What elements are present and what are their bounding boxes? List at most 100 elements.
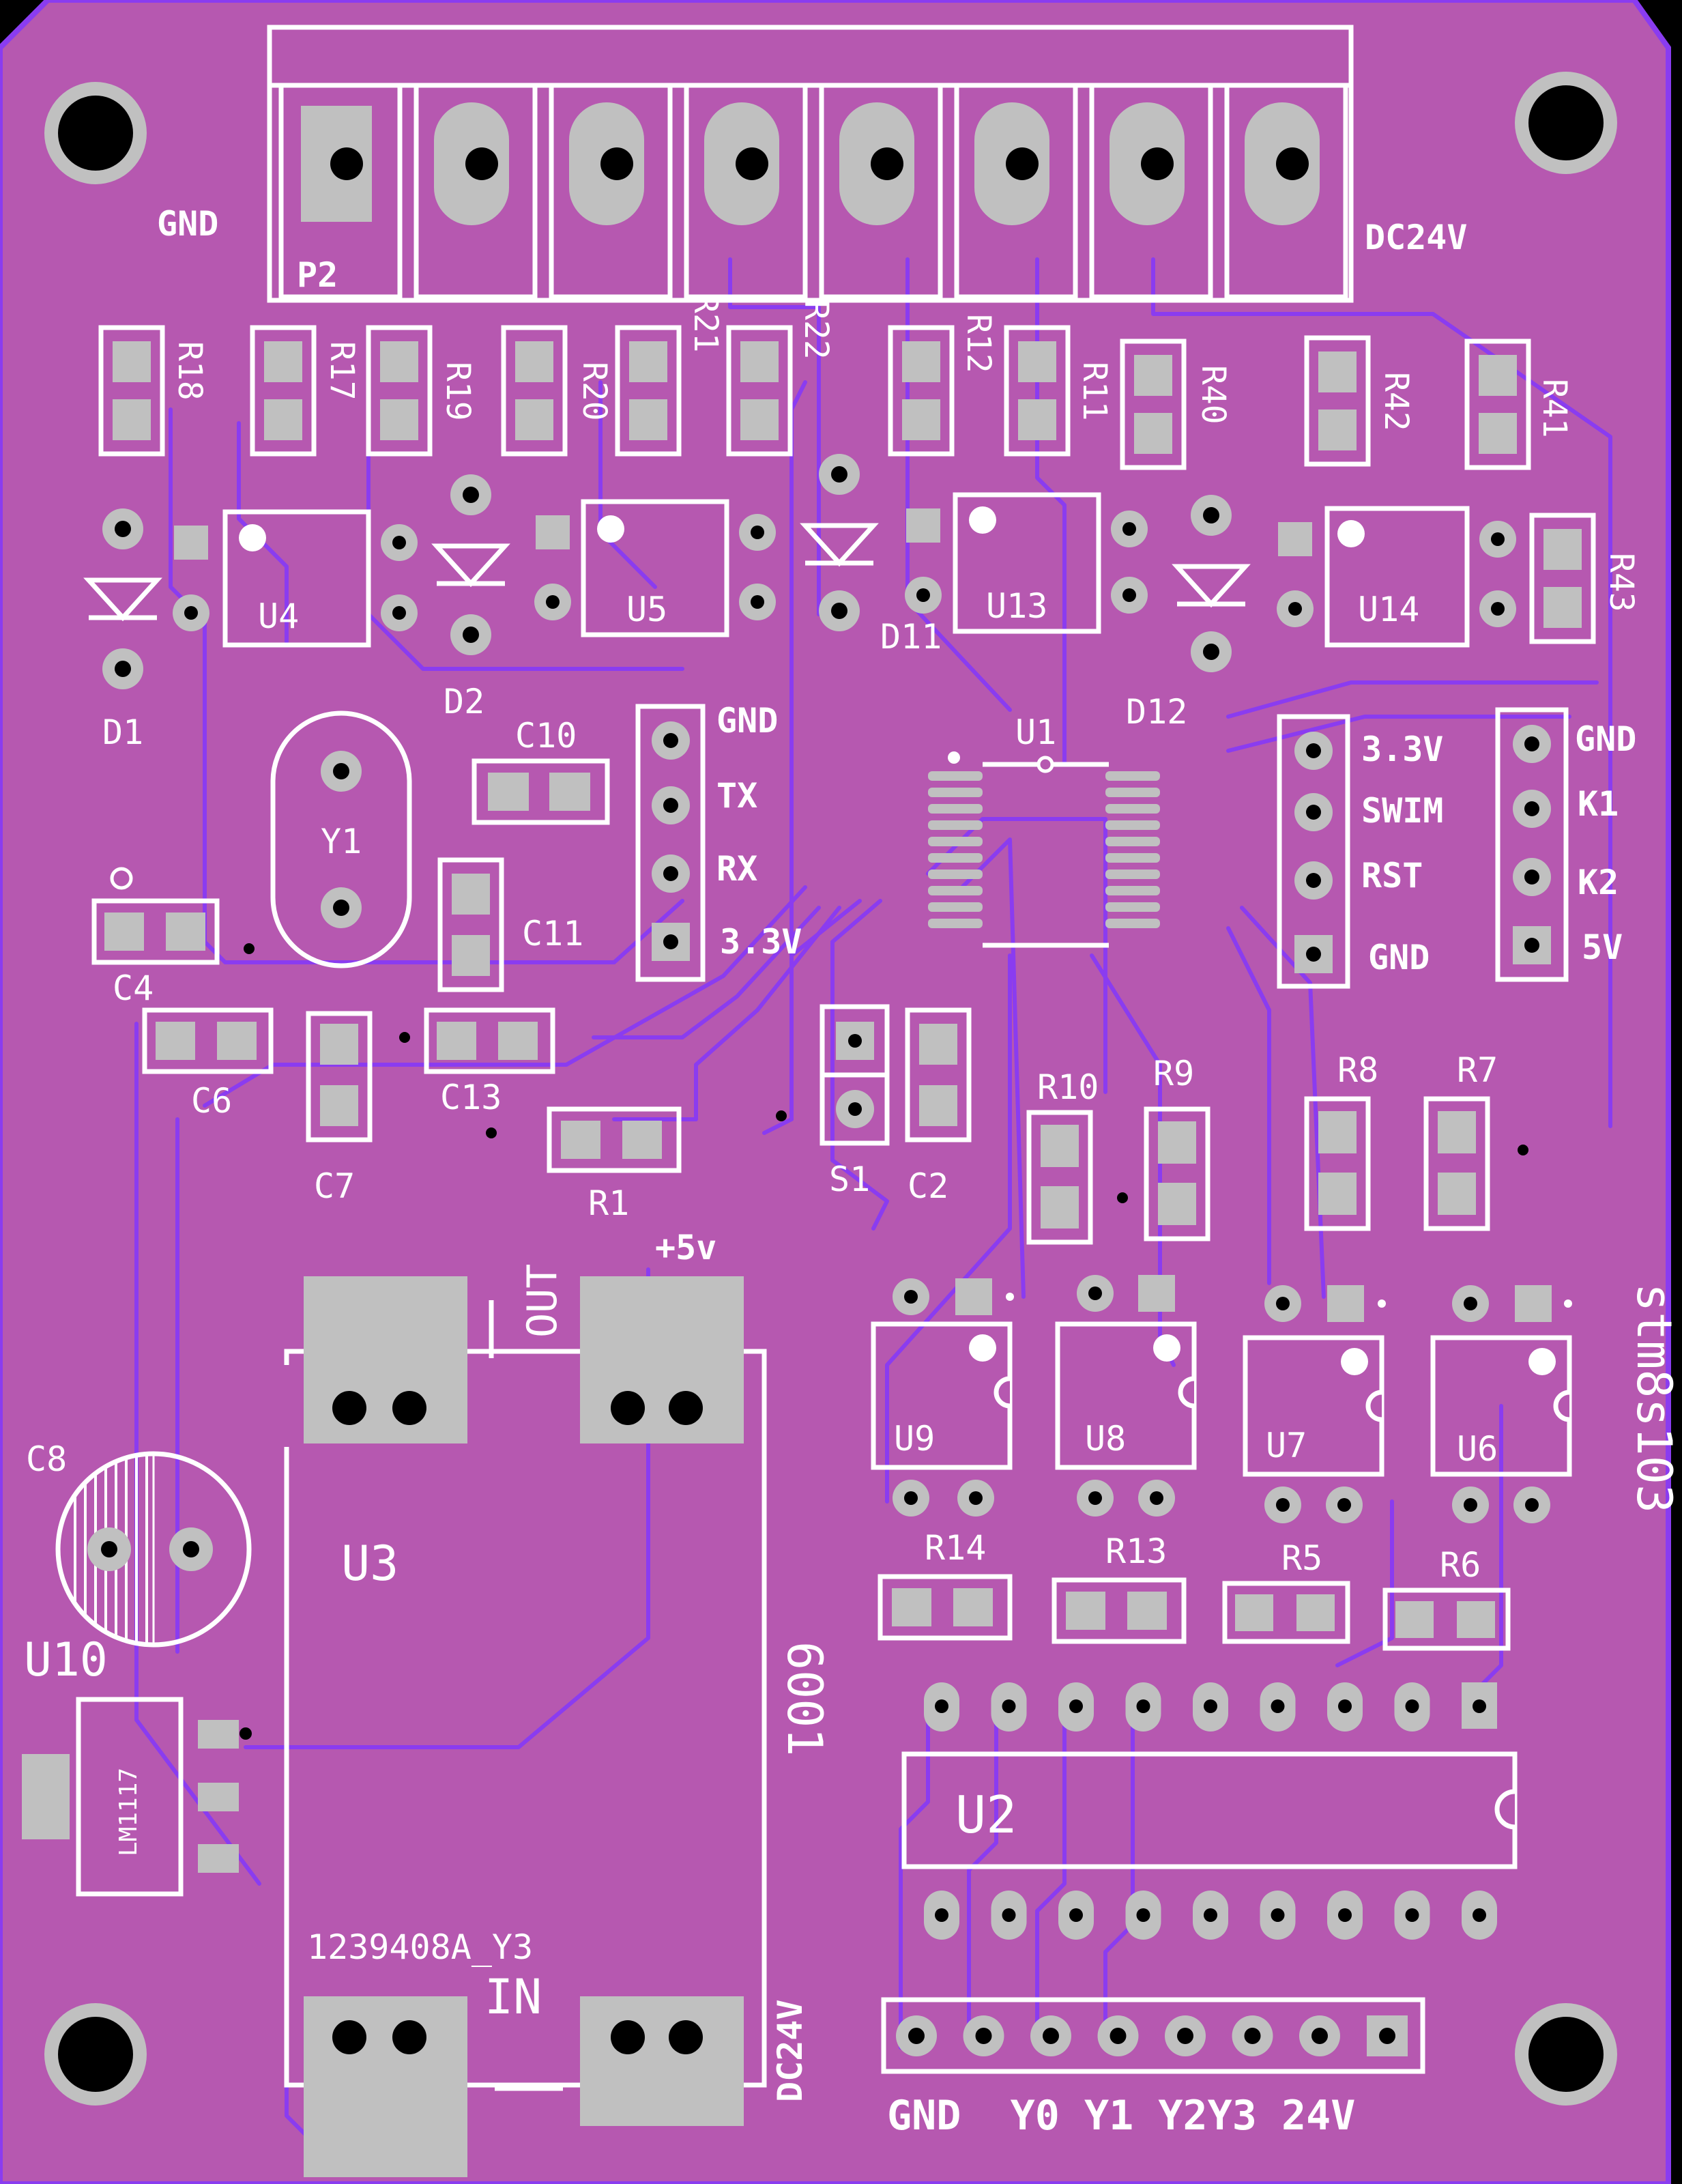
svg-text:R21: R21	[686, 293, 725, 353]
svg-text:U8: U8	[1085, 1419, 1126, 1459]
u1-pin	[928, 804, 983, 814]
swim-header: 3.3V SWIM RST GND	[1277, 714, 1443, 989]
svg-text:R13: R13	[1105, 1532, 1167, 1571]
resistor-r22: R22	[726, 300, 835, 457]
mcu-u1: U1	[928, 713, 1160, 948]
resistor-r20: R20	[501, 325, 613, 457]
svg-text:U4: U4	[258, 597, 299, 636]
diodes: D1 D2 D11 D12	[83, 454, 1251, 752]
svg-text:R17: R17	[323, 341, 361, 401]
svg-text:U14: U14	[1358, 590, 1419, 629]
resistor-r8: R8	[1304, 1050, 1378, 1231]
diode-d2: D2	[431, 474, 510, 721]
crystal-y1: Y1	[270, 710, 412, 968]
svg-text:R12: R12	[959, 314, 998, 373]
regulator-u10: U10 LM1117	[22, 1633, 252, 1897]
resistor-r12: R12	[888, 314, 998, 457]
optocoupler-u4: U4	[173, 509, 418, 648]
u1-pin	[1105, 886, 1160, 895]
svg-text:R18: R18	[171, 341, 209, 401]
relay-u6: U6	[1430, 1285, 1572, 1523]
resistor-r21: R21	[615, 293, 725, 457]
resistor-r18: R18	[98, 325, 209, 457]
capacitor-c10: C10	[472, 716, 610, 825]
svg-text:R19: R19	[439, 362, 477, 421]
optocoupler-u5: U5	[534, 499, 776, 637]
u1-pin	[1105, 820, 1160, 830]
resistor-r42: R42	[1304, 335, 1415, 467]
diode-d1: D1	[83, 508, 162, 752]
key-header: GND K1 K2 5V	[1495, 707, 1636, 982]
resistor-r6: R6	[1382, 1545, 1511, 1651]
resistor-r14: R14	[878, 1528, 1013, 1641]
capacitor-c6: C6	[142, 1007, 274, 1121]
u1-pin	[1105, 837, 1160, 846]
relay-u8: U8	[1055, 1275, 1197, 1517]
resistor-r19: R19	[366, 325, 477, 457]
power-module-side-text: 6001	[777, 1641, 832, 1757]
u1-pin	[928, 788, 983, 797]
power-module-part-number: 1239408A_Y3	[307, 1927, 533, 1967]
uart-3v3: 3.3V	[720, 922, 802, 962]
mounting-holes	[44, 72, 1617, 2106]
svg-text:U9: U9	[894, 1419, 935, 1459]
switch-s1: S1	[776, 1004, 890, 1199]
optocoupler-u14: U14	[1277, 506, 1516, 648]
capacitor-c8: C8	[26, 1439, 252, 1648]
key-k2: K2	[1578, 863, 1619, 902]
top-resistors: R18 R17 R19 R20 R21 R22	[98, 293, 1640, 644]
driver-ic-u2: U2	[901, 1682, 1518, 1940]
resistor-r7: R7	[1423, 1050, 1528, 1231]
swim-rst: RST	[1361, 856, 1423, 895]
u1-pin	[928, 870, 983, 879]
copper-traces	[134, 257, 1612, 2145]
svg-text:R42: R42	[1377, 372, 1415, 431]
power-module-dc24v: DC24V	[770, 1999, 810, 2102]
capacitor-c7: C7	[306, 1011, 373, 1206]
connector-p2: GND DC24V P2	[157, 25, 1468, 303]
u1-pin	[928, 886, 983, 895]
svg-text:R10: R10	[1037, 1067, 1099, 1107]
svg-text:C10: C10	[515, 716, 577, 756]
svg-text:S1: S1	[829, 1160, 870, 1199]
uart-header: GND TX RX 3.3V	[635, 701, 802, 982]
u1-pin	[1105, 804, 1160, 814]
resistor-r9: R9	[1144, 1054, 1210, 1241]
svg-text:C7: C7	[314, 1166, 355, 1206]
svg-text:R11: R11	[1075, 362, 1114, 421]
svg-text:R43: R43	[1602, 553, 1640, 612]
svg-text:C2: C2	[908, 1166, 948, 1206]
resistor-r13: R13	[1052, 1532, 1187, 1644]
power-module-5v: +5v	[655, 1228, 716, 1267]
capacitors: C10 C11 C4 C6 C7 C13	[26, 716, 972, 1648]
resistor-r17: R17	[250, 325, 361, 457]
u1-pin	[928, 902, 983, 912]
svg-text:U6: U6	[1457, 1429, 1498, 1469]
output-header: GND Y0 Y1 Y2Y3 24V	[881, 1997, 1425, 2140]
regulator-designator: U10	[24, 1633, 108, 1687]
svg-text:D2: D2	[444, 682, 484, 721]
diode-d12: D12	[1126, 495, 1251, 732]
relay-u9: U9	[871, 1278, 1014, 1517]
svg-text:C4: C4	[113, 968, 154, 1008]
svg-text:C8: C8	[26, 1439, 67, 1479]
uart-rx: RX	[716, 849, 757, 889]
relay-u7: U7	[1243, 1285, 1386, 1523]
u1-pin	[1105, 771, 1160, 781]
resistor-r1: R1	[547, 1106, 682, 1223]
middle-resistors: R10 R9 R8 R7	[1026, 1050, 1528, 1245]
u1-pin	[1105, 902, 1160, 912]
key-gnd: GND	[1575, 719, 1636, 759]
capacitor-c4: C4	[91, 867, 255, 1008]
lower-resistors: R14 R13 R5 R6	[878, 1528, 1511, 1651]
svg-text:R6: R6	[1440, 1545, 1481, 1585]
diode-d11: D11	[800, 454, 942, 657]
svg-text:U13: U13	[986, 586, 1047, 626]
capacitor-c2: C2	[905, 1007, 972, 1206]
svg-text:Y1: Y1	[321, 822, 362, 861]
resistor-r11: R11	[1004, 325, 1114, 457]
capacitor-c11: C11	[437, 857, 583, 992]
power-module-designator: U3	[341, 1536, 398, 1592]
